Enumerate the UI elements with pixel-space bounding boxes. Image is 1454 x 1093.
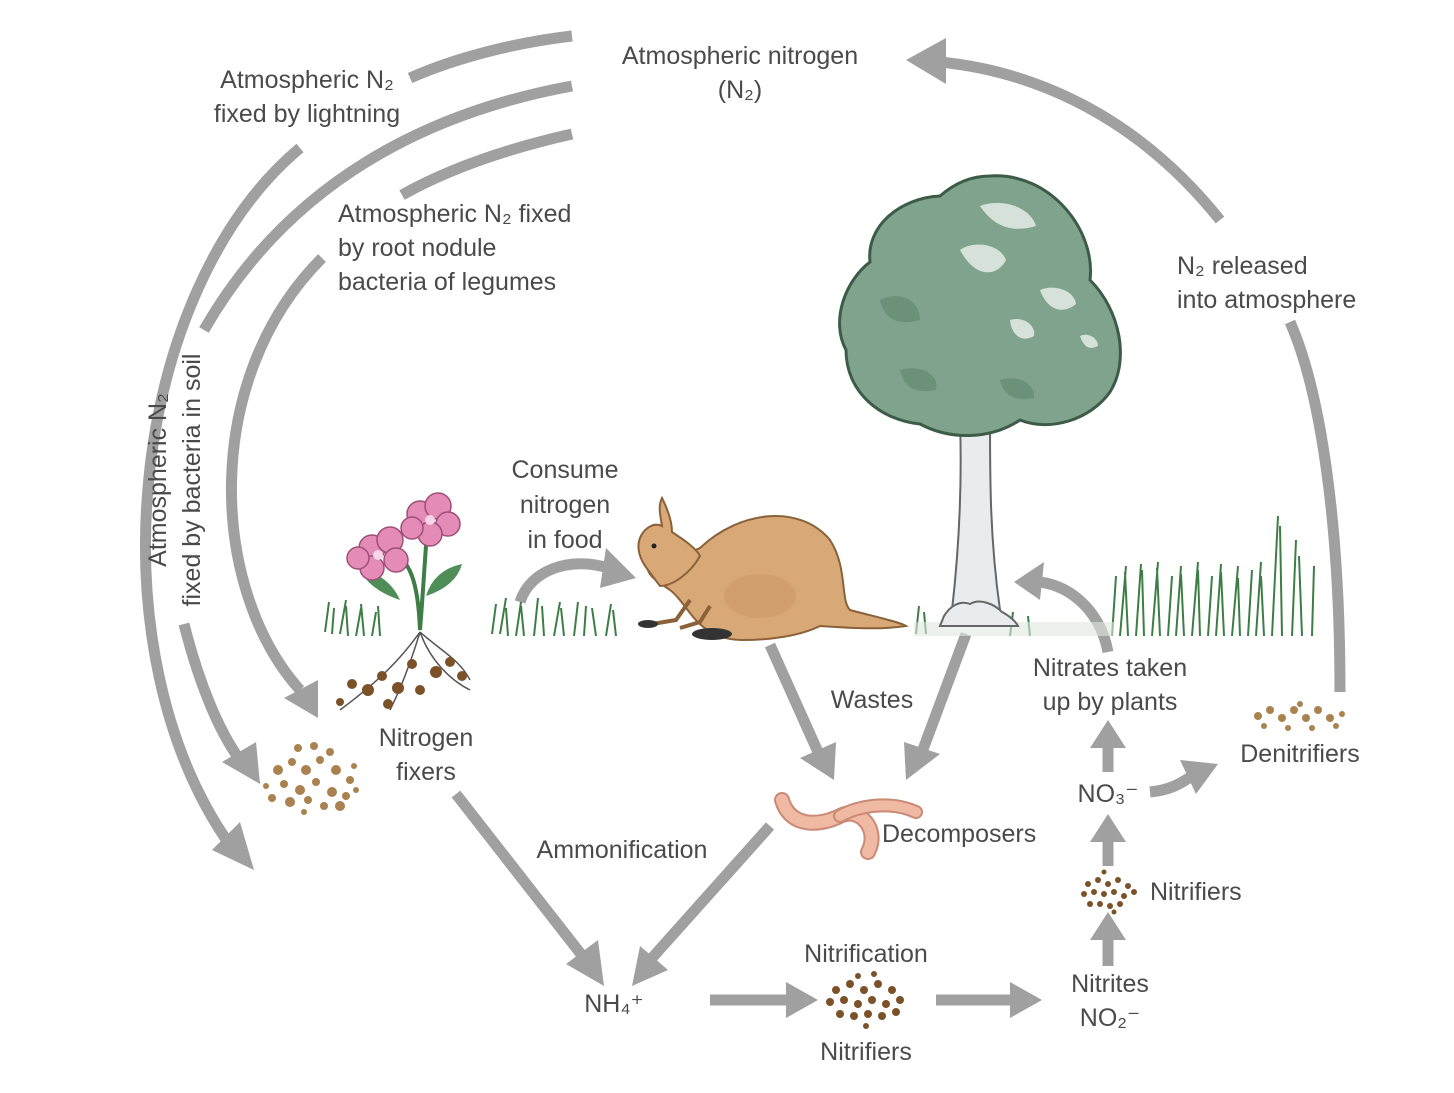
arrow-plants-uptake: [1039, 576, 1114, 654]
arrowhead-soil: [222, 742, 260, 784]
nitrifiers-bottom-icon: [826, 971, 904, 1029]
label-legume-line3: bacteria of legumes: [338, 268, 556, 296]
arrow-n2-released: [939, 56, 1346, 693]
label-no2: NO₂⁻: [1080, 1004, 1140, 1032]
label-soil-line2: fixed by bacteria in soil: [178, 354, 206, 607]
label-wastes: Wastes: [831, 686, 913, 714]
label-n2-formula: (N₂): [718, 76, 762, 104]
arrow-consume-food: [514, 558, 610, 605]
label-nitrifiers-right: Nitrifiers: [1150, 878, 1242, 906]
label-consume-line3: in food: [527, 526, 602, 554]
arrowhead-denitr: [1180, 760, 1218, 794]
label-legume-line1: Atmospheric N₂ fixed: [338, 200, 571, 228]
label-atmospheric-nitrogen: Atmospheric nitrogen: [622, 42, 858, 70]
arrowhead-up-3: [1090, 720, 1126, 748]
arrow-decomposers-to-ammonium: [647, 822, 775, 962]
label-legume-line2: by root nodule: [338, 234, 496, 262]
label-denitrifiers: Denitrifiers: [1240, 740, 1359, 768]
label-soil-line1: Atmospheric N₂: [144, 393, 172, 567]
arrowhead-tree-decomp: [904, 742, 940, 780]
label-ammonification: Ammonification: [537, 836, 708, 864]
label-nitrogen-fixers-line1: Nitrogen: [379, 724, 474, 752]
arrow-tree-to-decomposers: [916, 632, 972, 754]
soil-bacteria-icon: [263, 742, 359, 815]
arrowhead-legume: [284, 680, 318, 718]
arrow-wastes: [764, 642, 824, 755]
nitrifiers-right-icon: [1081, 869, 1137, 915]
label-released-line2: into atmosphere: [1177, 286, 1356, 314]
label-decomposers: Decomposers: [882, 820, 1036, 848]
arrowhead-fixers-nh4: [566, 940, 604, 986]
label-nitrites-line1: Nitrites: [1071, 970, 1149, 998]
arrowhead-nitr-nitrites: [1010, 982, 1042, 1018]
arrowhead-up-2: [1090, 814, 1126, 842]
label-consume-line2: nitrogen: [520, 491, 610, 519]
label-no3: NO₃⁻: [1078, 780, 1139, 808]
arrow-fixers-to-ammonium: [451, 790, 589, 962]
label-nitrates-taken-line1: Nitrates taken: [1033, 654, 1187, 682]
kangaroo-icon: [637, 495, 909, 642]
cycle-arrows: [140, 30, 1346, 1018]
arrowhead-nh4-nitr: [786, 982, 818, 1018]
worm-icon: [774, 792, 923, 860]
label-nh4: NH₄⁺: [584, 990, 644, 1018]
label-nitrification: Nitrification: [804, 940, 928, 968]
label-released-line1: N₂ released: [1177, 252, 1308, 280]
label-nitrates-taken-line2: up by plants: [1043, 688, 1178, 716]
label-nitrogen-fixers-line2: fixers: [396, 758, 456, 786]
tree-icon: [838, 174, 1122, 627]
denitrifiers-bacteria-icon: [1254, 701, 1345, 731]
flower-plant-icon: [336, 492, 471, 711]
grass-icon: [324, 515, 1315, 637]
arrowhead-decomp-nh4: [632, 946, 668, 986]
labels: Atmospheric nitrogen (N₂) Atmospheric N₂…: [144, 42, 1360, 1066]
label-nitrifiers-bottom: Nitrifiers: [820, 1038, 912, 1066]
arrowhead-lightning: [212, 822, 254, 870]
arrowhead-wastes: [800, 742, 836, 780]
label-lightning-line2: fixed by lightning: [214, 100, 400, 128]
label-consume-line1: Consume: [512, 456, 619, 484]
arrowhead-released: [906, 38, 946, 84]
arrow-soil-bacteria-fixation: [178, 80, 573, 764]
arrowhead-consume: [600, 548, 636, 588]
arrowhead-uptake: [1014, 562, 1044, 600]
label-lightning-line1: Atmospheric N₂: [220, 66, 394, 94]
arrow-lightning-fixation: [140, 30, 573, 852]
arrow-nitrate-to-denitrifiers: [1149, 771, 1196, 798]
arrow-legume-fixation: [225, 128, 574, 694]
arrowhead-up-1: [1090, 912, 1126, 940]
